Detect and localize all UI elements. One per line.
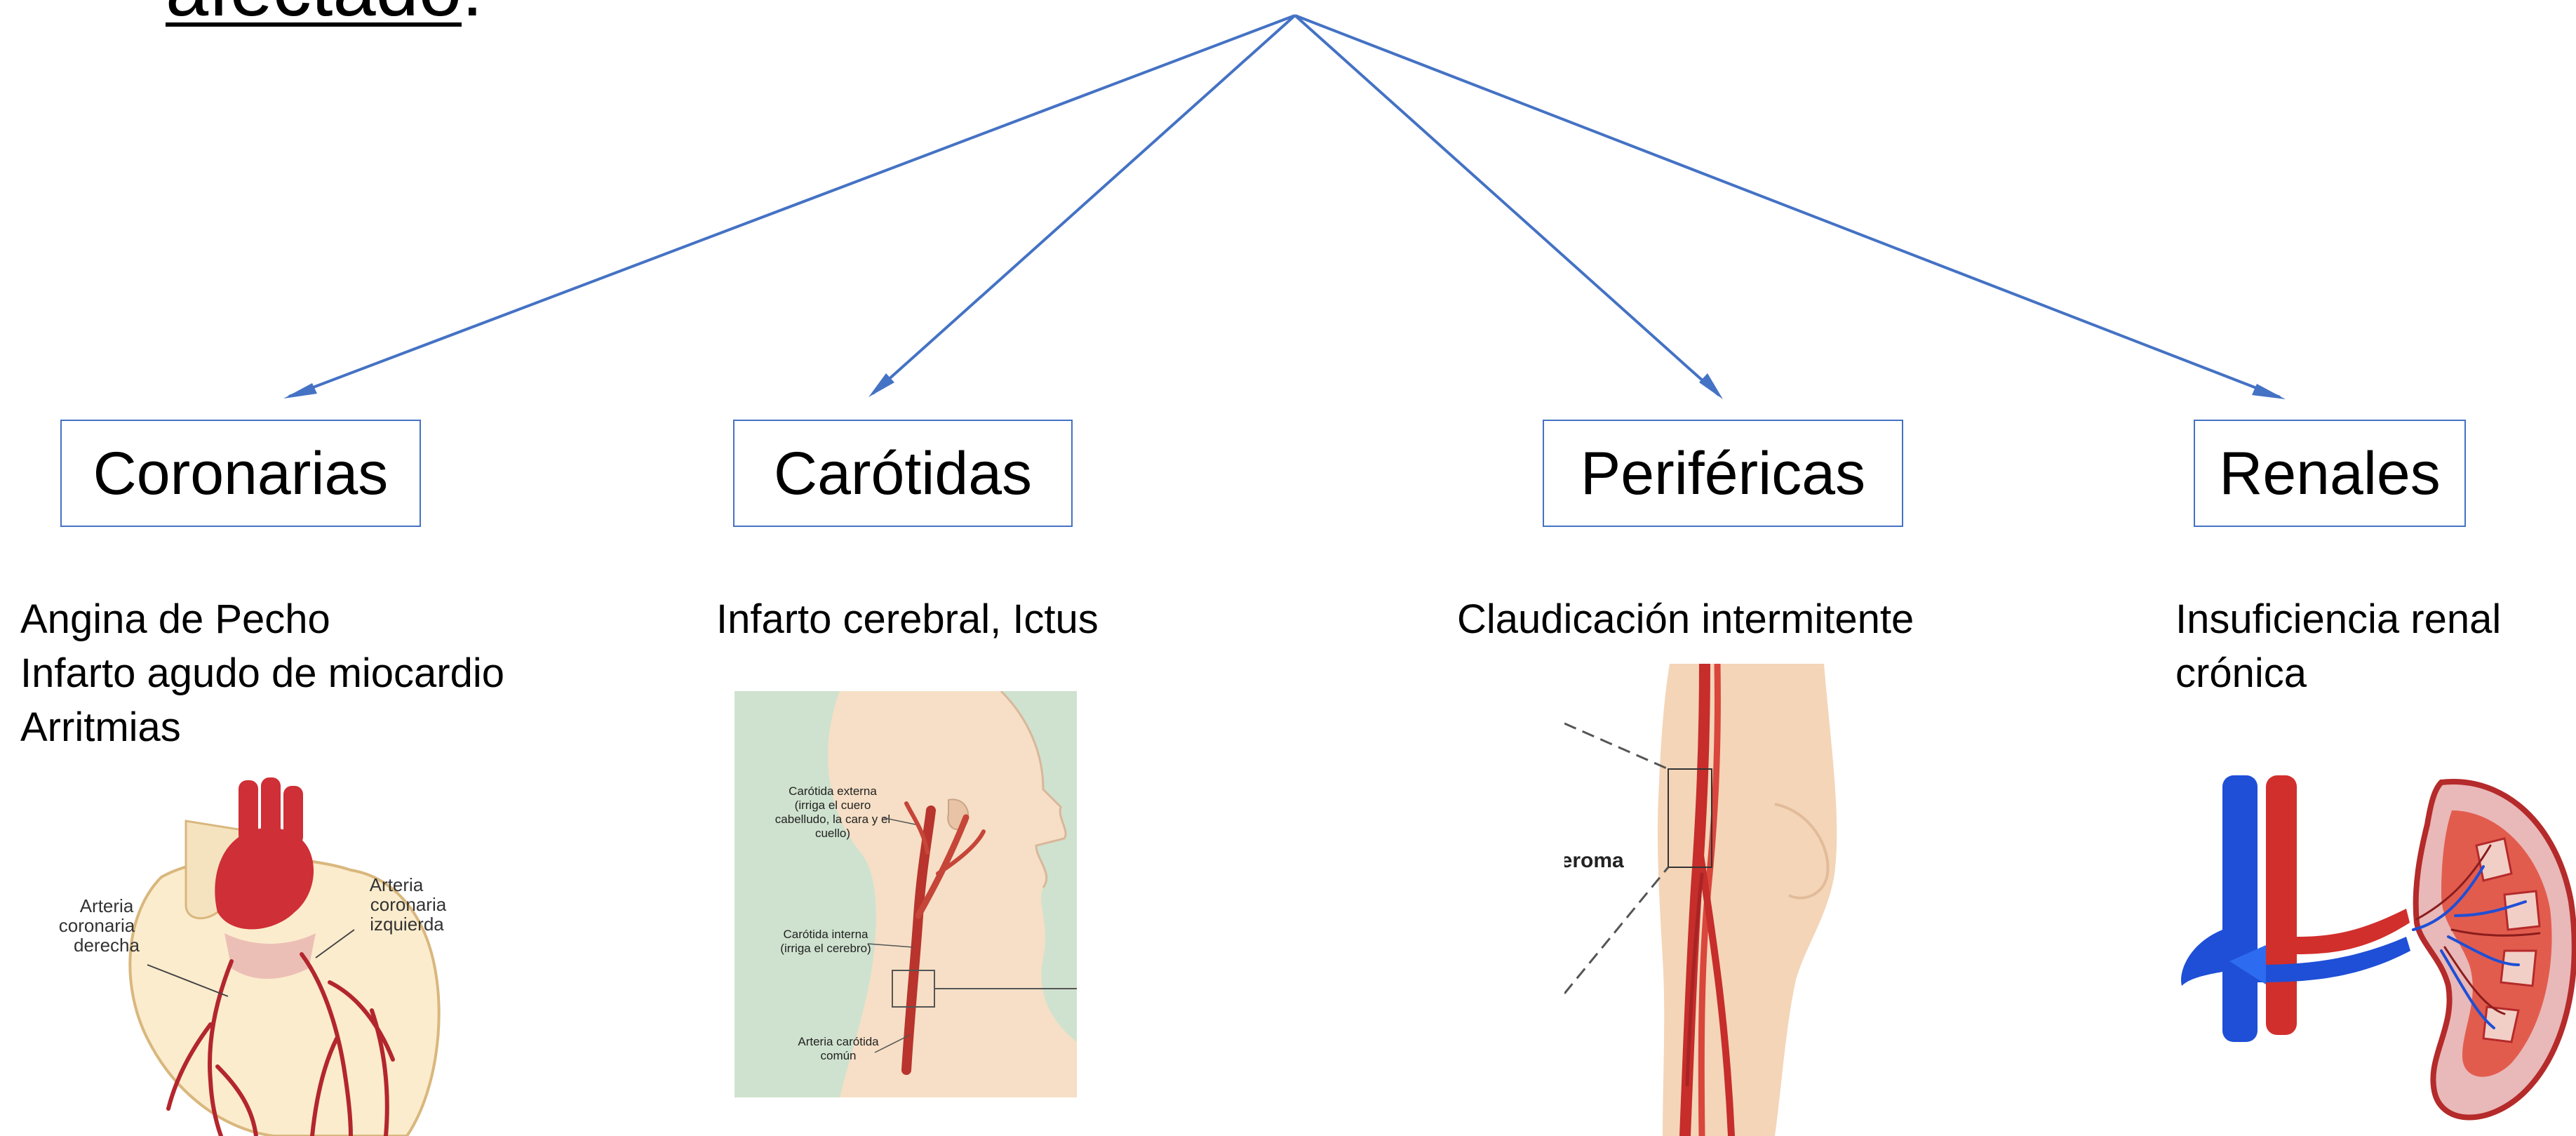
heart-right-label-line: izquierda bbox=[370, 914, 444, 935]
category-box-coronarias: Coronarias bbox=[60, 420, 421, 527]
category-box-renales: Renales bbox=[2194, 420, 2466, 527]
category-box-perifericas: Periféricas bbox=[1543, 420, 1903, 527]
neck-common-label-line: Arteria carótida bbox=[798, 1035, 879, 1048]
arrowhead-coronarias bbox=[283, 383, 317, 399]
neck-external-label-line: Carótida externa bbox=[789, 784, 877, 798]
category-box-carotidas: Carótidas bbox=[733, 420, 1073, 527]
description-line: Infarto cerebral, Ictus bbox=[716, 592, 1099, 646]
kidney-renal-vessels-icon bbox=[2175, 761, 2576, 1136]
heart-right-label-line: coronaria bbox=[370, 894, 447, 915]
description-line: Claudicación intermitente bbox=[1457, 592, 1914, 646]
arrow-renales bbox=[1295, 15, 2280, 397]
description-line: Arritmias bbox=[20, 700, 504, 754]
description-carotidas: Infarto cerebral, Ictus bbox=[716, 592, 1099, 646]
arrow-perifericas bbox=[1295, 15, 1719, 395]
neck-common-label-line: común bbox=[820, 1049, 856, 1062]
description-coronarias: Angina de Pecho Infarto agudo de miocard… bbox=[20, 592, 504, 754]
neck-carotid-arteries-icon: Carótida externa (irriga el cuero cabell… bbox=[734, 691, 1077, 1097]
description-perifericas: Claudicación intermitente bbox=[1457, 592, 1914, 646]
heart-left-label-line: Arteria bbox=[80, 895, 134, 916]
description-line: crónica bbox=[2175, 646, 2501, 700]
leg-peripheral-artery-icon: ateroma bbox=[1564, 664, 1845, 1136]
arrowhead-renales bbox=[2252, 384, 2286, 399]
heart-left-label-line: coronaria bbox=[59, 915, 135, 936]
neck-external-label-line: cuello) bbox=[815, 827, 850, 840]
leg-ateroma-label: ateroma bbox=[1564, 849, 1624, 872]
arrow-coronarias bbox=[289, 15, 1295, 396]
description-line: Infarto agudo de miocardio bbox=[20, 646, 504, 700]
description-line: Angina de Pecho bbox=[20, 592, 504, 646]
arrowhead-perifericas bbox=[1699, 373, 1723, 399]
neck-external-label-line: cabelludo, la cara y el bbox=[775, 813, 890, 826]
description-line: Insuficiencia renal bbox=[2175, 592, 2501, 646]
neck-internal-label-line: (irriga el cerebro) bbox=[780, 942, 871, 955]
arrow-carotidas bbox=[873, 15, 1295, 394]
neck-internal-label-line: Carótida interna bbox=[784, 928, 869, 941]
heart-left-label-line: derecha bbox=[74, 935, 140, 956]
description-renales: Insuficiencia renal crónica bbox=[2175, 592, 2501, 700]
heart-right-label-line: Arteria bbox=[370, 874, 424, 895]
neck-external-label-line: (irriga el cuero bbox=[795, 798, 871, 812]
heart-coronary-arteries-icon: Arteria coronaria derecha Arteria corona… bbox=[42, 772, 477, 1136]
